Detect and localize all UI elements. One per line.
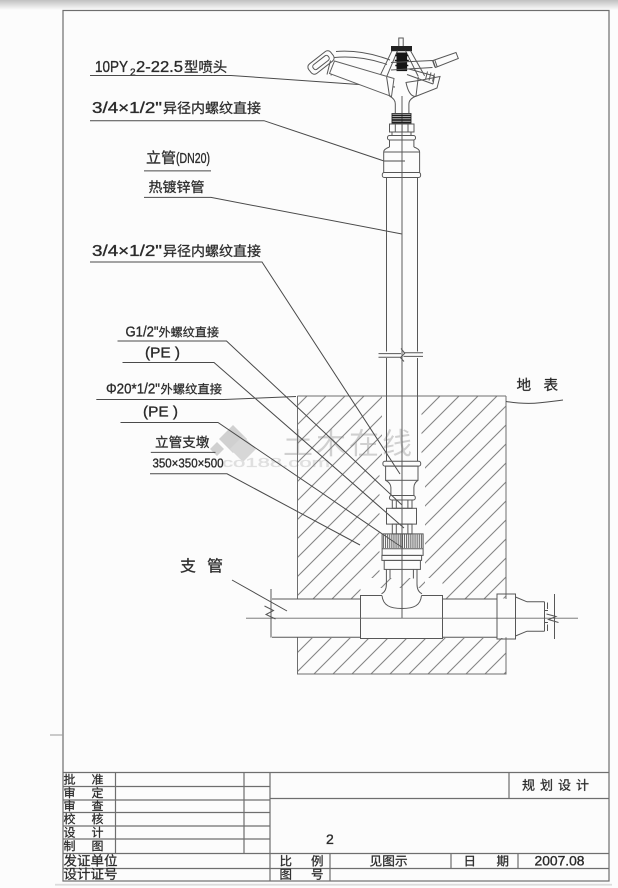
svg-text:Φ20*1/2": Φ20*1/2" bbox=[106, 381, 160, 398]
svg-text:10PY: 10PY bbox=[95, 59, 128, 76]
svg-text:2-22.5: 2-22.5 bbox=[136, 59, 183, 76]
svg-text:2: 2 bbox=[326, 831, 334, 847]
svg-text:2007.08: 2007.08 bbox=[535, 854, 585, 869]
svg-text:(PE ): (PE ) bbox=[145, 346, 180, 362]
svg-text:2: 2 bbox=[130, 68, 136, 79]
svg-text:(DN20): (DN20) bbox=[176, 151, 210, 167]
svg-text:350×350×500: 350×350×500 bbox=[153, 456, 224, 471]
svg-text:(PE ): (PE ) bbox=[143, 405, 178, 421]
svg-text:G1/2": G1/2" bbox=[126, 324, 159, 341]
svg-text:3/4×1/2": 3/4×1/2" bbox=[92, 243, 162, 260]
svg-text:3/4×1/2": 3/4×1/2" bbox=[92, 100, 162, 117]
